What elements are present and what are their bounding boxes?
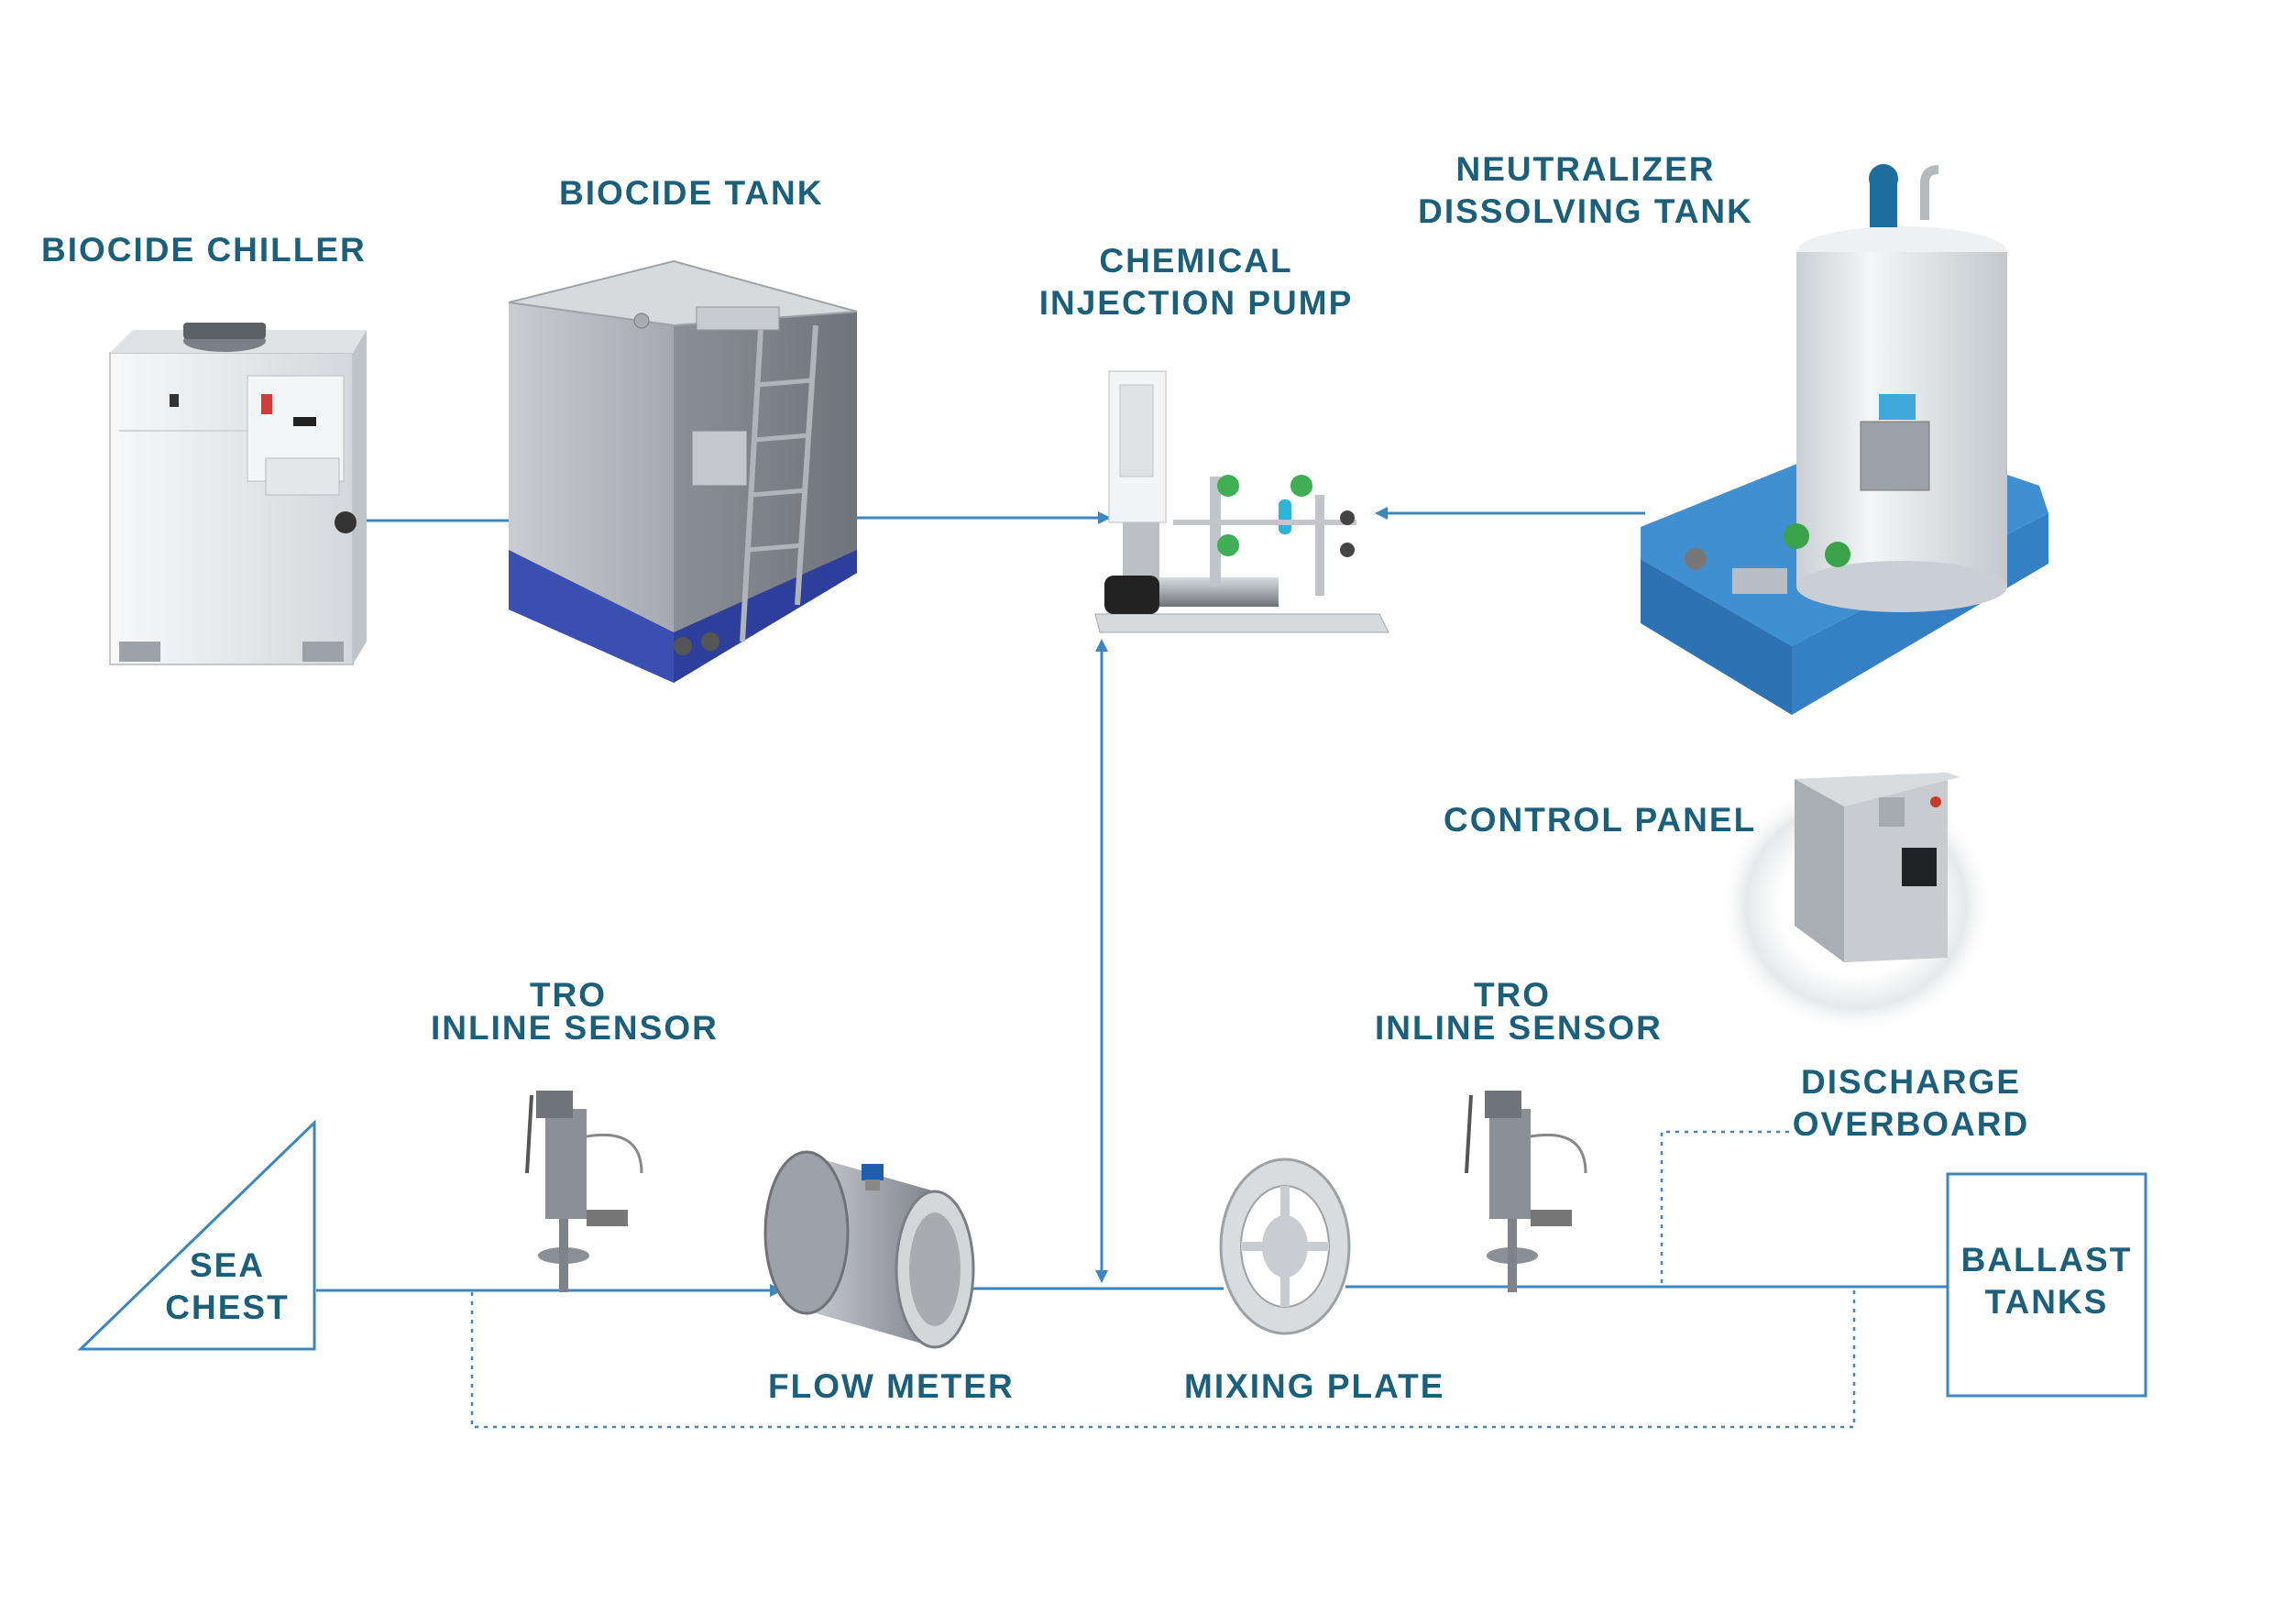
ballast-tanks-box bbox=[1946, 1172, 2147, 1398]
sensor-icon bbox=[525, 1091, 1587, 1292]
label-biocide-tank: BIOCIDE TANK bbox=[559, 174, 824, 212]
arrow-into-pump bbox=[1098, 511, 1111, 524]
label-mixing-plate: MIXING PLATE bbox=[1184, 1367, 1445, 1405]
label-control-panel: CONTROL PANEL bbox=[1444, 801, 1757, 839]
sea-chest-shape bbox=[77, 1119, 316, 1351]
label-tro-inline-sensor-left: TRO INLINE SENSOR bbox=[431, 976, 719, 1047]
mixing-plate-icon bbox=[1219, 1158, 1351, 1335]
label-tro-inline-sensor-right: TRO INLINE SENSOR bbox=[1375, 976, 1663, 1047]
arrow-from-neutralizer bbox=[1375, 507, 1388, 520]
bypass-dotted-bottom bbox=[470, 1289, 1856, 1429]
dissolving-tank-icon bbox=[1641, 164, 2048, 715]
tank-icon bbox=[508, 259, 858, 683]
control-panel-icon bbox=[1718, 773, 1993, 1034]
flow-meter-icon bbox=[763, 1150, 975, 1349]
label-sea-chest: SEA CHEST bbox=[165, 1246, 290, 1326]
arrow-down-to-main bbox=[1095, 1270, 1108, 1283]
injection-pump-icon bbox=[1094, 370, 1389, 633]
label-discharge-overboard: DISCHARGE OVERBOARD bbox=[1792, 1063, 2030, 1143]
tro-sensor-right bbox=[1465, 1091, 1587, 1292]
label-flow-meter: FLOW METER bbox=[768, 1367, 1015, 1405]
tro-sensor-left bbox=[525, 1091, 643, 1292]
bypass-lines bbox=[470, 1130, 1856, 1429]
pipe-lines bbox=[316, 507, 1948, 1297]
arrow-up-to-pump bbox=[1095, 639, 1108, 652]
label-ballast-tanks: BALLAST TANKS bbox=[1960, 1241, 2133, 1321]
chiller-icon bbox=[109, 323, 367, 665]
label-biocide-chiller: BIOCIDE CHILLER bbox=[41, 231, 367, 269]
label-chemical-injection-pump: CHEMICAL INJECTION PUMP bbox=[1038, 242, 1354, 322]
label-neutralizer-dissolving-tank: NEUTRALIZER DISSOLVING TANK bbox=[1418, 150, 1753, 230]
discharge-dotted bbox=[1660, 1130, 1792, 1283]
